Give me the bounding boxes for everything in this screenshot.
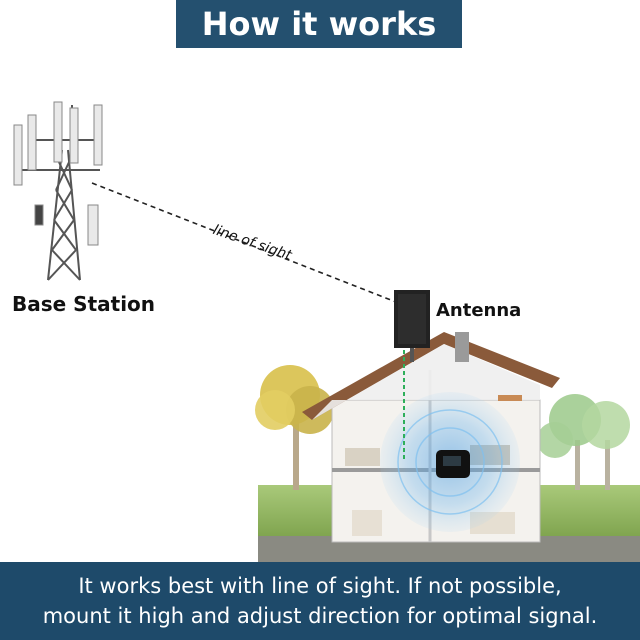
router — [436, 450, 470, 478]
page-title: How it works — [201, 5, 437, 43]
caption-banner: It works best with line of sight. If not… — [0, 562, 640, 640]
line-of-sight — [91, 182, 397, 303]
base-station-label: Base Station — [12, 292, 156, 316]
caption-line-2: mount it high and adjust direction for o… — [42, 604, 598, 628]
title-banner: How it works — [176, 0, 462, 48]
panel-antenna — [394, 290, 430, 362]
antenna-label: Antenna — [436, 300, 522, 321]
tree-right — [537, 394, 630, 490]
tree-left — [255, 365, 334, 490]
tower-panels — [13, 101, 103, 246]
caption-line-1: It works best with line of sight. If not… — [78, 574, 562, 598]
